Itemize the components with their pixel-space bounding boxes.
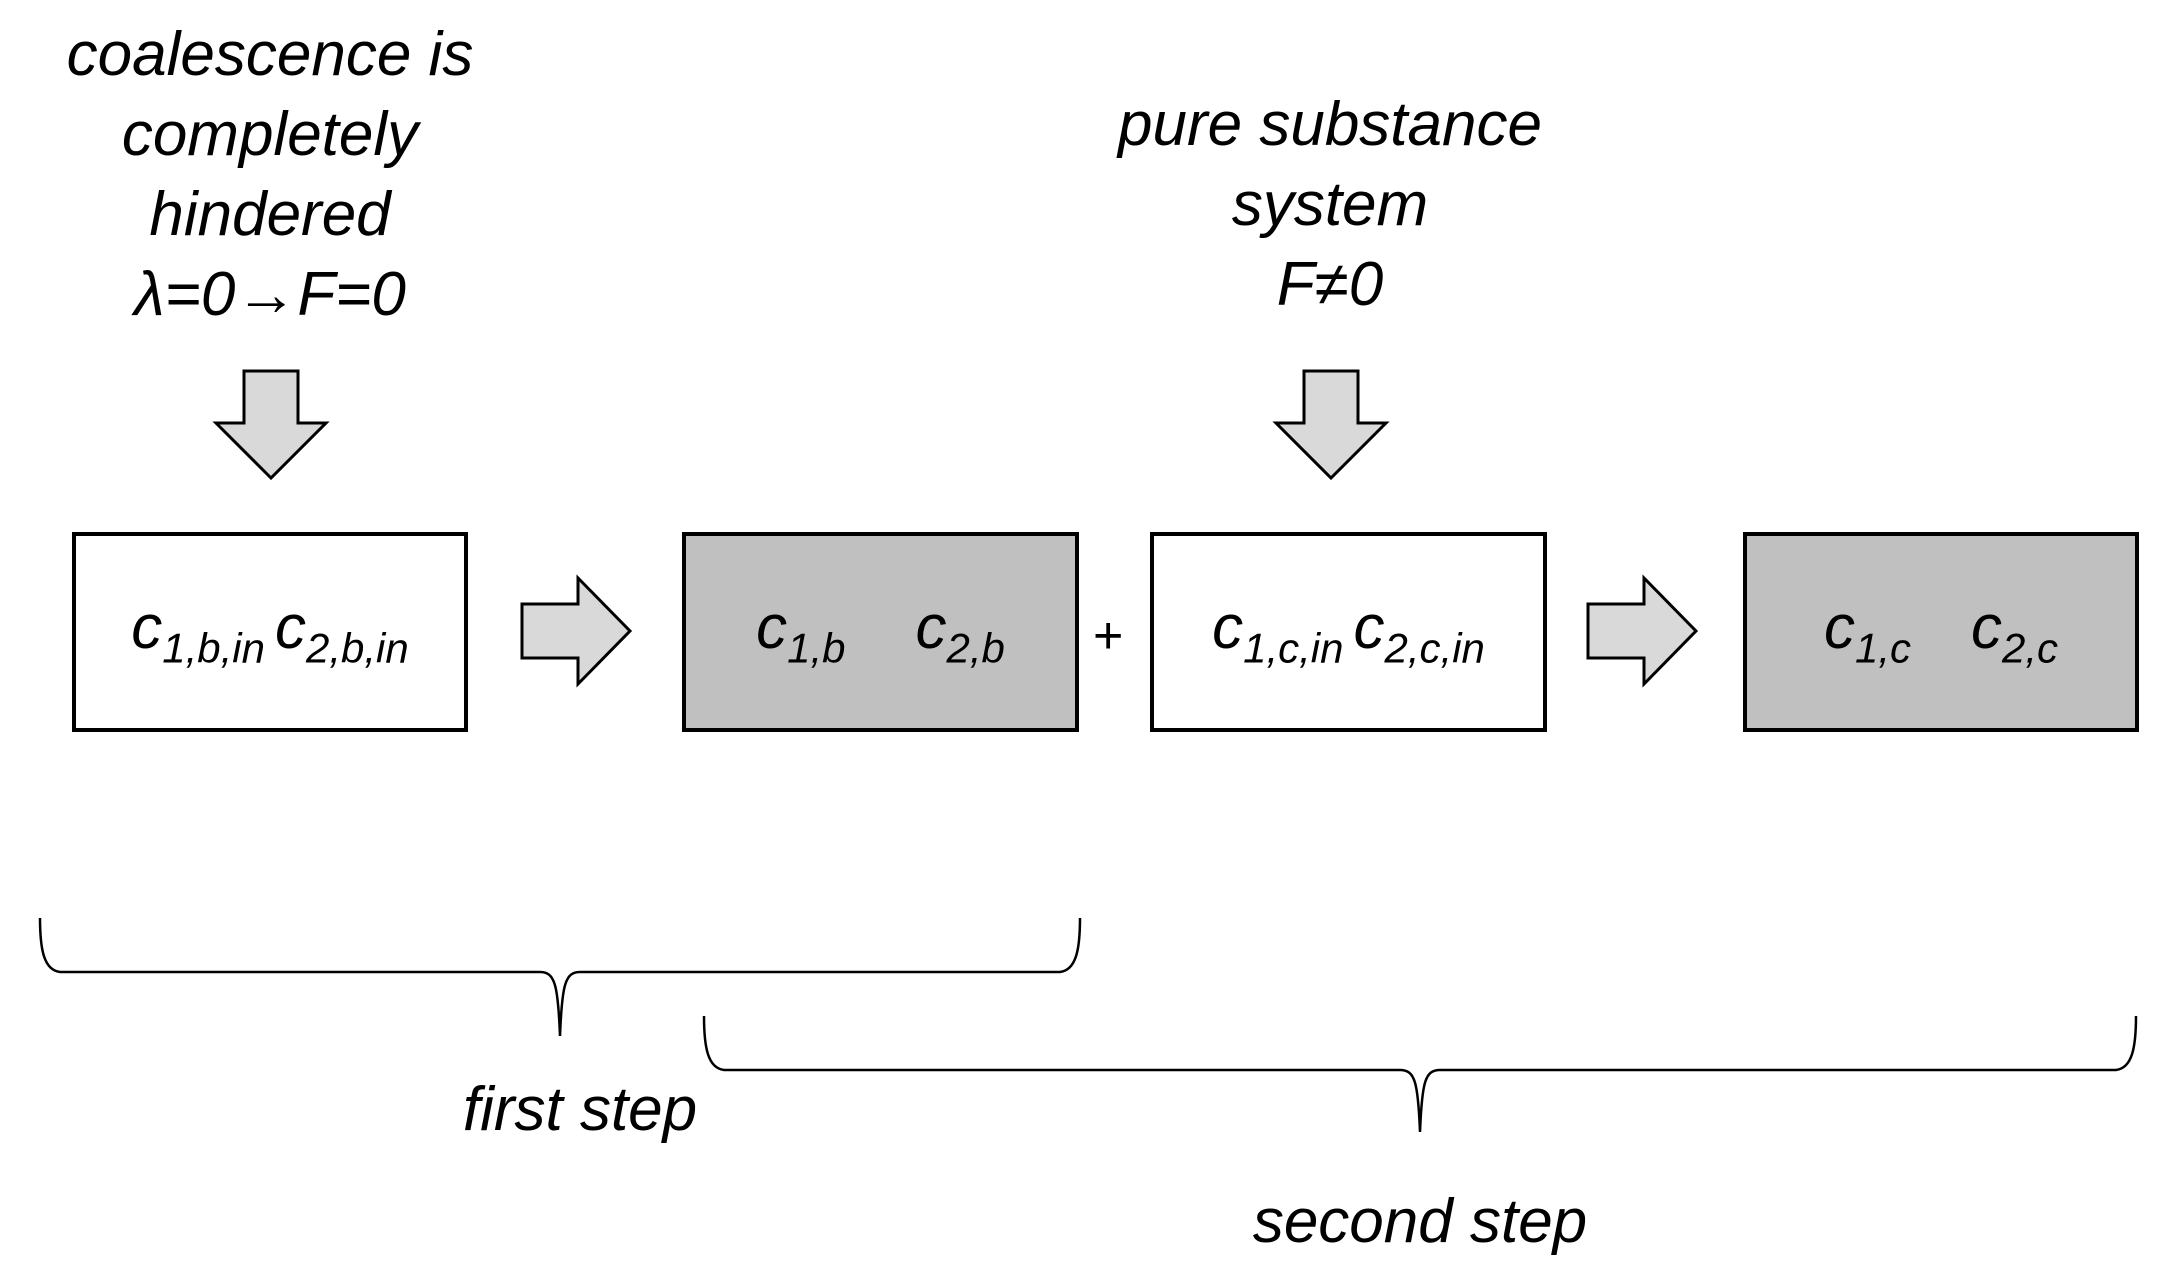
brace-first-step bbox=[38, 917, 1082, 1037]
var-c1-c-in: c1,c,in bbox=[1212, 592, 1344, 672]
right-arrow-1-icon bbox=[520, 574, 633, 688]
var-c1-c: c1,c bbox=[1823, 592, 1911, 672]
annotation-right-line-1: pure substance bbox=[1118, 90, 1542, 159]
box-outlet-b: c1,b c2,b bbox=[682, 532, 1079, 732]
box-inlet-c: c1,c,in c2,c,in bbox=[1150, 532, 1547, 732]
annotation-left: coalescence is completely hindered λ=0→F… bbox=[30, 15, 510, 335]
var-c2-c: c2,c bbox=[1971, 592, 2059, 672]
annotation-right: pure substance system F≠0 bbox=[1080, 85, 1580, 325]
annotation-right-line-3: F≠0 bbox=[1276, 250, 1384, 319]
box-outlet-c: c1,c c2,c bbox=[1743, 532, 2139, 732]
down-arrow-left-icon bbox=[212, 369, 330, 481]
var-c2-c-in: c2,c,in bbox=[1353, 592, 1485, 672]
box-inlet-b: c1,b,in c2,b,in bbox=[72, 532, 468, 732]
annotation-left-line-2: completely bbox=[121, 100, 419, 169]
down-arrow-right-icon bbox=[1272, 369, 1390, 481]
first-step-label: first step bbox=[462, 1075, 698, 1144]
plus-operator: + bbox=[1093, 607, 1124, 665]
annotation-right-line-2: system bbox=[1231, 170, 1429, 239]
annotation-left-line-3: hindered bbox=[149, 180, 391, 249]
right-arrow-2-icon bbox=[1586, 574, 1699, 688]
var-c1-b: c1,b bbox=[756, 592, 846, 672]
var-c2-b-in: c2,b,in bbox=[275, 592, 409, 672]
second-step-label: second step bbox=[1252, 1187, 1588, 1256]
var-c1-b-in: c1,b,in bbox=[131, 592, 265, 672]
brace-second-step bbox=[702, 1015, 2138, 1133]
var-c2-b: c2,b bbox=[915, 592, 1005, 672]
annotation-left-line-1: coalescence is bbox=[66, 20, 474, 89]
annotation-left-line-4: λ=0→F=0 bbox=[134, 260, 406, 329]
